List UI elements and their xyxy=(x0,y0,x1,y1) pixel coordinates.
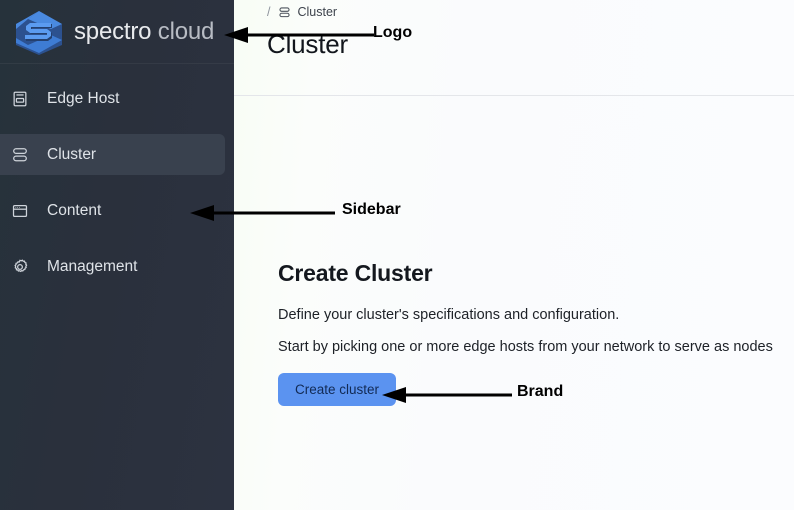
main-content: / Cluster Cluster Create Cluster Define … xyxy=(234,0,794,510)
brand-header[interactable]: spectro cloud xyxy=(0,0,234,64)
annotation-arrow-sidebar xyxy=(190,205,335,221)
breadcrumb-separator: / xyxy=(267,5,271,19)
sidebar-item-cluster[interactable]: Cluster xyxy=(0,134,225,175)
cluster-icon xyxy=(10,145,30,165)
sidebar-item-edge-host[interactable]: Edge Host xyxy=(0,78,225,119)
sidebar-item-label: Cluster xyxy=(47,145,97,163)
sidebar: spectro cloud Edge Host xyxy=(0,0,234,510)
cta-row: Create cluster xyxy=(278,373,794,406)
sidebar-item-content[interactable]: Content xyxy=(0,190,225,231)
spectro-cloud-logo-icon xyxy=(10,7,68,57)
create-cluster-button[interactable]: Create cluster xyxy=(278,373,397,406)
cluster-icon xyxy=(277,5,291,19)
gear-icon xyxy=(10,257,30,277)
description-paragraph-2: Start by picking one or more edge hosts … xyxy=(278,339,773,355)
description-paragraph-1: Define your cluster's specifications and… xyxy=(278,307,620,323)
annotation-arrow-brand xyxy=(382,387,512,403)
sidebar-item-label: Edge Host xyxy=(47,89,120,107)
annotation-label-logo: Logo xyxy=(373,24,413,41)
content-body: Create Cluster Define your cluster's spe… xyxy=(234,96,794,406)
sidebar-item-management[interactable]: Management xyxy=(0,246,225,287)
brand-name-secondary: cloud xyxy=(157,17,215,45)
brand-wordmark: spectro cloud xyxy=(74,18,214,46)
topbar: / Cluster Cluster xyxy=(234,0,794,96)
sidebar-item-label: Management xyxy=(47,257,138,275)
server-icon xyxy=(10,89,30,109)
brand-name-primary: spectro xyxy=(74,17,152,45)
annotation-arrow-logo xyxy=(224,27,374,43)
sidebar-item-label: Content xyxy=(47,201,102,219)
sidebar-nav: Edge Host Cluster xyxy=(0,64,234,287)
breadcrumb: / Cluster xyxy=(234,0,794,19)
window-icon xyxy=(10,201,30,221)
annotation-label-sidebar: Sidebar xyxy=(342,201,401,218)
section-title: Create Cluster xyxy=(278,260,433,286)
breadcrumb-item-cluster[interactable]: Cluster xyxy=(297,5,338,19)
annotation-label-brand: Brand xyxy=(517,383,564,400)
